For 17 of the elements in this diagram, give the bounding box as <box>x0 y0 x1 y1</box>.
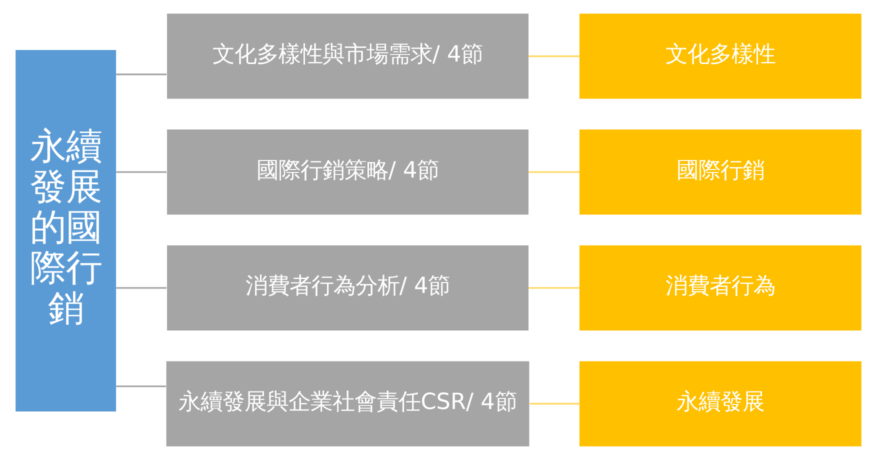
node-box: 文化多樣性與市場需求/ 4節 <box>167 14 529 99</box>
node-box: 永續發展 <box>579 361 862 446</box>
connector <box>528 55 580 58</box>
node-box: 消費者行為分析/ 4節 <box>167 245 529 330</box>
node-box: 永續發展與企業社會責任CSR/ 4節 <box>166 361 530 446</box>
node-box: 永續發展的國際行銷 <box>16 50 116 412</box>
connector <box>116 385 166 388</box>
connector <box>116 74 167 76</box>
connector <box>528 287 580 289</box>
connector <box>116 287 167 289</box>
node-box: 消費者行為 <box>579 245 862 330</box>
connector <box>530 402 580 405</box>
node-box: 國際行銷 <box>579 130 862 215</box>
node-box: 文化多樣性 <box>579 14 862 99</box>
node-box: 國際行銷策略/ 4節 <box>167 130 529 215</box>
connector <box>116 171 167 173</box>
connector <box>528 171 580 173</box>
